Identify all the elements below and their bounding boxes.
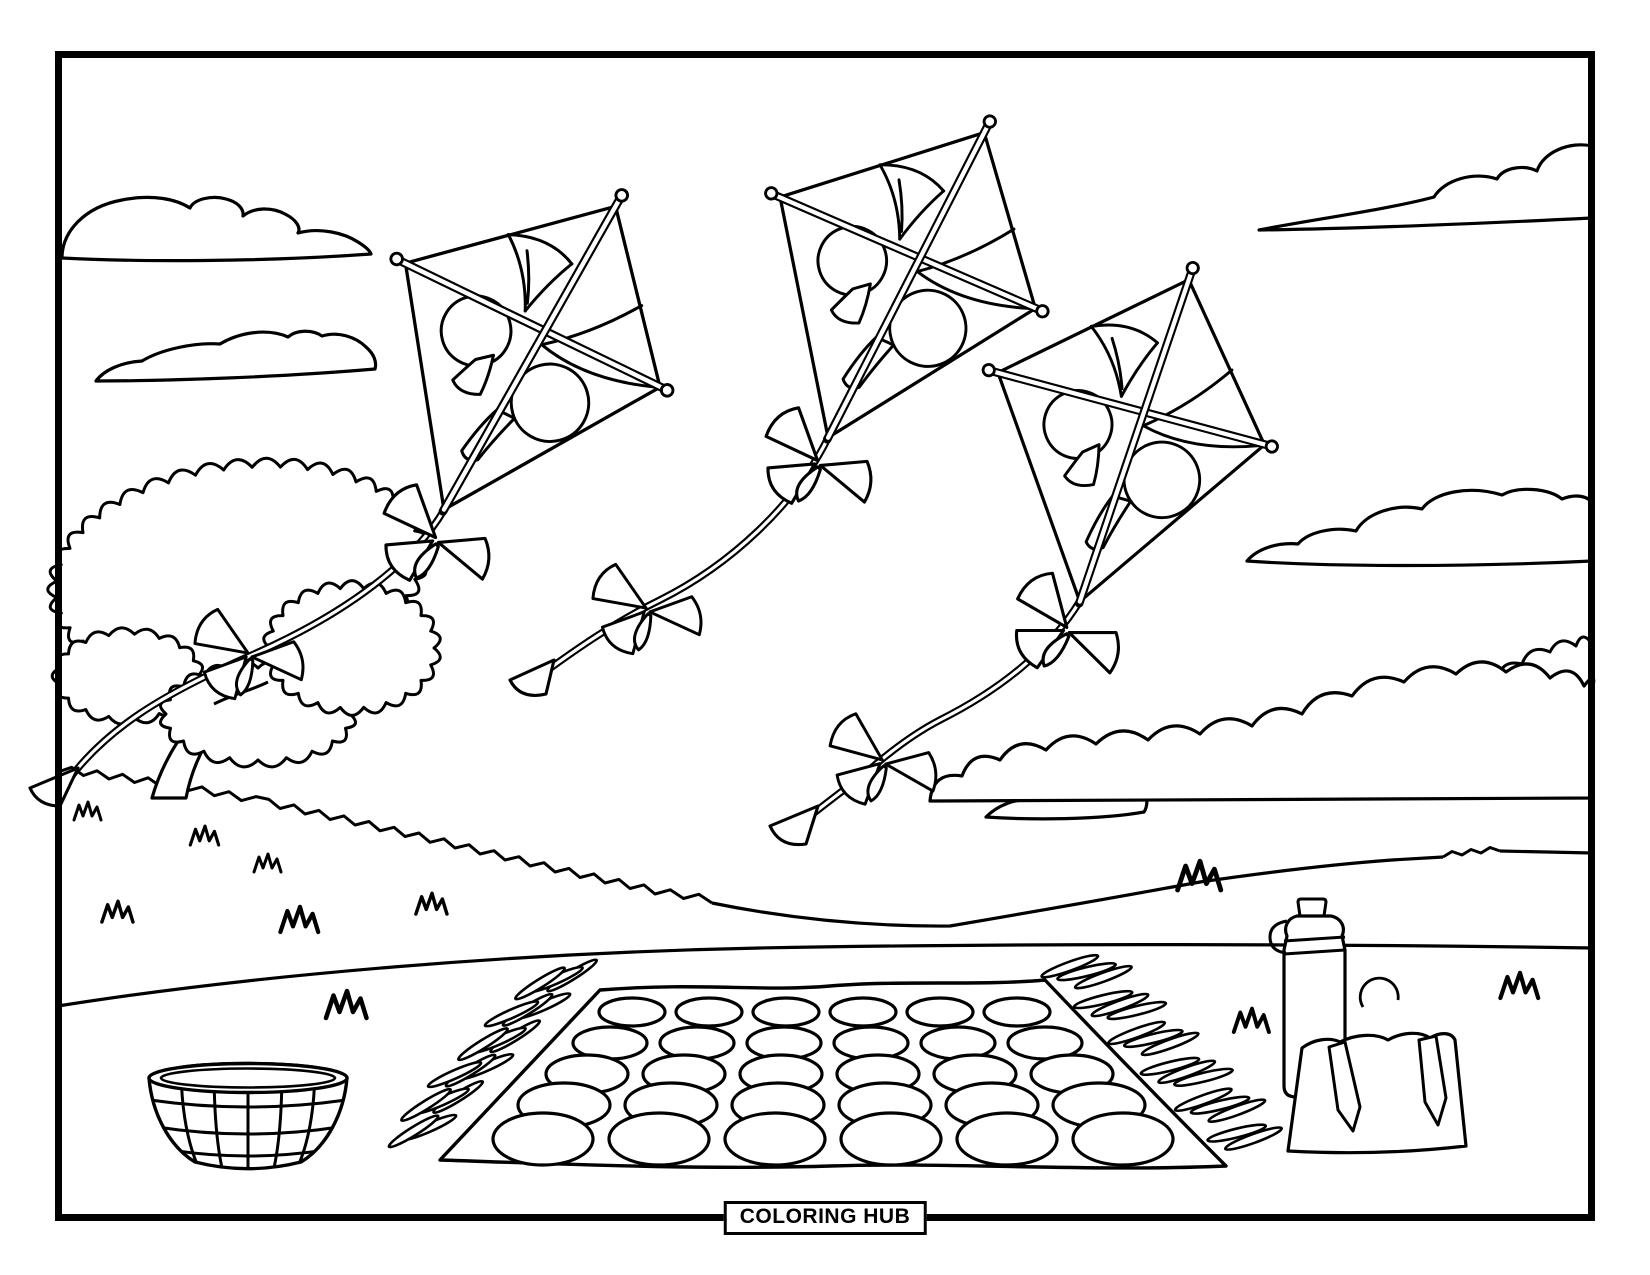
- blanket-dot: [751, 996, 821, 1028]
- hill-line-right: [1499, 849, 1593, 855]
- blanket-dot: [674, 996, 744, 1028]
- brand-badge-label: COLORING HUB: [739, 1205, 911, 1228]
- fringe-strand: [1073, 964, 1133, 990]
- blanket-dot: [905, 996, 975, 1028]
- blanket-dot: [828, 996, 898, 1028]
- blanket-dot: [839, 1111, 943, 1167]
- blanket-dot: [607, 1111, 711, 1167]
- fringe-strand: [1139, 1056, 1201, 1077]
- tail-flare-3: [768, 804, 820, 847]
- fringe-strand: [1207, 1098, 1267, 1124]
- fringe-strand: [456, 1027, 509, 1062]
- cloud-right: [1245, 487, 1594, 568]
- fringe-strand: [1072, 989, 1134, 1010]
- bush-front: [928, 660, 1596, 803]
- tail-flare-2: [508, 658, 556, 697]
- fringe-strand: [483, 1000, 540, 1028]
- hill-grass-edge-right: [1442, 846, 1501, 859]
- picnic-basket: [147, 1061, 349, 1171]
- picnic-bag: [1286, 976, 1468, 1155]
- fringe-strand: [1223, 1126, 1284, 1151]
- tree: [46, 456, 442, 800]
- bushes: [928, 635, 1596, 803]
- fringe-strand: [400, 1087, 453, 1122]
- blanket-dot: [597, 996, 667, 1028]
- fringe-strand: [1140, 1031, 1200, 1057]
- fringe-strand: [1122, 1028, 1184, 1049]
- cloud-mid-left: [94, 329, 378, 383]
- bag-strap: [1417, 1034, 1448, 1127]
- bow-icon: [749, 400, 887, 524]
- picnic-blanket: [387, 953, 1284, 1170]
- basket-rim-inner: [159, 1067, 337, 1089]
- blanket-circle-pattern: [491, 996, 1175, 1167]
- cloud-top-right: [1257, 143, 1594, 232]
- cloud-top-left: [60, 195, 373, 263]
- blanket-dot: [1071, 1111, 1175, 1167]
- fringe-strand: [1106, 1000, 1168, 1021]
- blanket-dot: [491, 1111, 595, 1167]
- tail-flare-1: [28, 766, 80, 808]
- blanket-dot: [658, 1025, 736, 1061]
- blanket-dot: [955, 1111, 1059, 1167]
- bow-icon: [591, 562, 703, 656]
- fringe-strand: [426, 1060, 483, 1089]
- fringe-strand: [1056, 961, 1117, 982]
- blanket-dot: [982, 996, 1052, 1028]
- bottle-cap: [1296, 897, 1328, 918]
- fringe-strand: [387, 1114, 440, 1149]
- blanket-dot: [723, 1111, 827, 1167]
- fringe-strand: [1206, 1123, 1268, 1143]
- fringe-strand: [514, 966, 567, 1001]
- blanket-fringe: [387, 953, 1284, 1151]
- bottle-band: [1283, 935, 1346, 943]
- bag-strap: [1327, 1040, 1362, 1133]
- tree-foliage: [46, 456, 442, 769]
- bag-handle-arc: [1358, 976, 1400, 1008]
- bottle-band: [1283, 948, 1346, 956]
- fringe-strand: [1173, 1067, 1234, 1087]
- bottle-handle: [1268, 919, 1288, 955]
- brand-badge: COLORING HUB: [723, 1201, 927, 1235]
- fringe-strand: [1189, 1095, 1251, 1115]
- hill-line-center: [711, 855, 1444, 928]
